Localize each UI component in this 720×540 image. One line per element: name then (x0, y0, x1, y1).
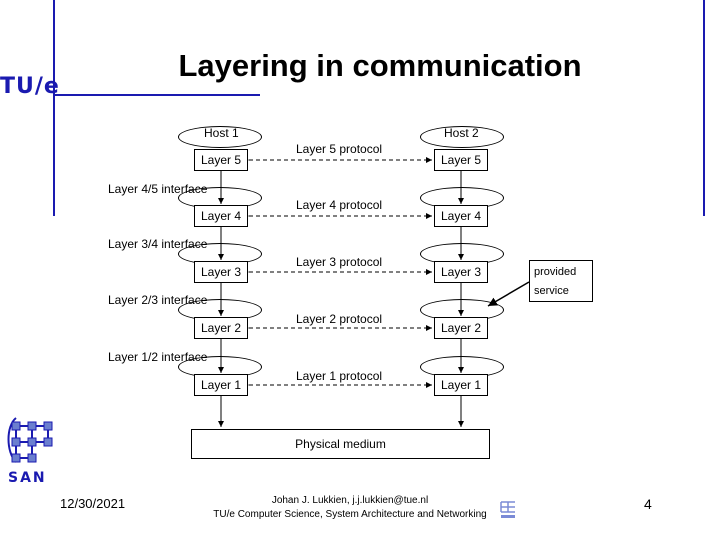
callout-arrow (487, 281, 530, 307)
title-underline (54, 94, 260, 96)
protocol-label-3: Layer 3 protocol (294, 255, 385, 269)
physical-medium-box: Physical medium (191, 429, 490, 459)
protocol-label-1: Layer 1 protocol (294, 369, 385, 383)
protocol-label-4: Layer 4 protocol (294, 198, 385, 212)
footer-small-logo-icon (500, 501, 515, 518)
interface-label-23: Layer 2/3 interface (108, 293, 208, 307)
callout-line-2: service (534, 285, 569, 297)
ellipse-host1-top (178, 126, 262, 148)
interface-label-34: Layer 3/4 interface (108, 237, 208, 251)
protocol-label-5: Layer 5 protocol (294, 142, 385, 156)
footer-author: Johan J. Lukkien, j.j.lukkien@tue.nl TU/… (200, 494, 500, 522)
tue-logo: TU/e (0, 74, 60, 99)
footer-author-line-1: Johan J. Lukkien, j.j.lukkien@tue.nl (271, 495, 429, 506)
slide-title: Layering in communication (178, 48, 582, 83)
host1-layer-2: Layer 2 (194, 317, 248, 339)
host2-layer-4: Layer 4 (434, 205, 488, 227)
host2-layer-2: Layer 2 (434, 317, 488, 339)
right-frame-line (703, 0, 705, 216)
page-number: 4 (644, 496, 652, 512)
host2-layer-3: Layer 3 (434, 261, 488, 283)
provided-service-callout: provided service (529, 260, 593, 302)
host1-layer-3: Layer 3 (194, 261, 248, 283)
host1-layer-1: Layer 1 (194, 374, 248, 396)
interface-label-12: Layer 1/2 interface (108, 350, 208, 364)
protocol-label-2: Layer 2 protocol (294, 312, 385, 326)
san-logo-text: SAN (8, 470, 47, 486)
san-logo-icon (7, 417, 53, 463)
host2-layer-1: Layer 1 (434, 374, 488, 396)
callout-line-1: provided (534, 266, 577, 278)
footer-author-line-2: TU/e Computer Science, System Architectu… (213, 509, 487, 520)
interface-label-45: Layer 4/5 interface (108, 182, 208, 196)
host1-layer-5: Layer 5 (194, 149, 248, 171)
left-frame-line (53, 0, 55, 216)
ellipse-host2-top (420, 126, 504, 148)
host1-layer-4: Layer 4 (194, 205, 248, 227)
host2-layer-5: Layer 5 (434, 149, 488, 171)
footer-date: 12/30/2021 (60, 496, 126, 511)
